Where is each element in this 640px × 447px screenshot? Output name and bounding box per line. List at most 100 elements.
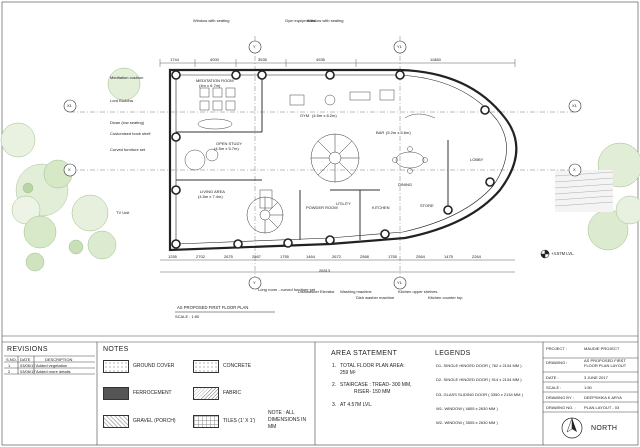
furniture (184, 87, 436, 209)
room-size: (5.2m x 5.6m) (386, 130, 411, 135)
ground-cover-swatch (103, 360, 129, 373)
title-block-label: DRAWING BY : (546, 395, 574, 400)
legend-label: GROUND COVER (133, 363, 175, 369)
area-item-number: 1. (332, 363, 337, 369)
grid-label: X (573, 167, 576, 172)
area-item-text: RISER- 150 MM (354, 389, 391, 395)
callout-label: Elevator (320, 289, 335, 294)
grid-label: X1 (67, 103, 72, 108)
room-label: LIVING AREA (200, 189, 225, 194)
dimension-label: 1744 (170, 57, 179, 62)
dimension-label: 2567 (252, 254, 261, 259)
revisions-header: DESCRIPTION (45, 357, 73, 362)
legend-label: CONCRETE (223, 363, 252, 369)
room-label: OPEN STUDY (216, 141, 243, 146)
room-size: (4m x 6.7m) (199, 83, 221, 88)
ferrocement-swatch (103, 387, 129, 400)
title-block-value: 1:50 (584, 385, 592, 390)
area-item-text: 259 M² (340, 370, 356, 376)
legend-item: W1- WINDOW ( 4805 x 2630 MM ) (436, 406, 498, 411)
level-label: +4.57M LVL. (551, 251, 575, 256)
concrete-swatch (193, 360, 219, 373)
legend-item: D3- GLASS SLIDING DOOR ( 3350 x 2134 MM … (436, 392, 523, 397)
room-label: KITCHEN (372, 205, 390, 210)
callout-label: Kitchen upper shelves (398, 289, 438, 294)
room-label: LOBBY (470, 157, 484, 162)
title-block-label: DRAWING : (546, 360, 568, 365)
area-item-text: AT 4.57M LVL. (340, 402, 373, 408)
revisions-cell: 2 (8, 369, 11, 374)
grid-label: Y1 (397, 280, 402, 285)
callout-label: Gym equipments (285, 18, 316, 23)
callout-label: Washing machine (340, 289, 372, 294)
legend-label: TILES (1' X 1') (223, 418, 256, 424)
plan-scale: SCALE : 1:50 (175, 314, 200, 319)
title-block-value: MAUDIE PROJECT (584, 346, 620, 351)
gravel-porch (554, 170, 614, 212)
area-item-number: 2. (332, 382, 337, 388)
dimension-label: 2564 (416, 254, 425, 259)
north-label: NORTH (591, 425, 618, 432)
tree-icon (586, 142, 640, 251)
legend-label: FERROCEMENT (133, 390, 172, 396)
title-block-label: DATE : (546, 375, 559, 380)
revisions-cell: Added vegetation (36, 363, 68, 368)
title-block-label: PROJECT : (546, 346, 567, 351)
area-item-text: STAIRCASE : TREAD- 300 MM, (340, 382, 412, 388)
level-marker-icon (540, 249, 550, 259)
callout-label: Meditation cushion (110, 75, 144, 80)
note-text: NOTE : ALL (268, 410, 295, 416)
note-text: MM (268, 424, 277, 430)
grid-label: X (68, 167, 71, 172)
grid-label: Y (253, 44, 256, 49)
title-block-value: DEEPSHIKA K ARYA (584, 395, 622, 400)
dimension-label: 3535 (258, 57, 267, 62)
legend-label: GRAVEL (PORCH) (133, 418, 176, 424)
callout-label: Divan (low seating) (110, 120, 145, 125)
staircase (246, 133, 360, 234)
north-arrow-icon (561, 417, 583, 439)
dimension-label: 2568 (360, 254, 369, 259)
revisions-header: DATE (20, 357, 31, 362)
notes-title: NOTES (103, 346, 129, 353)
grid-label: Y1 (397, 44, 402, 49)
callout-label: Lord Buddha (110, 98, 133, 103)
grid-label: X1 (572, 103, 577, 108)
callout-label: Long room - curved furniture set (258, 287, 315, 292)
revisions-header: S.NO. (6, 357, 17, 362)
room-label: UTILITY (336, 201, 351, 206)
revisions-cell: 03/06/17 (20, 369, 36, 374)
callout-label: Curved furniture set (110, 147, 146, 152)
dimension-label: 2702 (196, 254, 205, 259)
dimension-label: 2675 (224, 254, 233, 259)
legend-label: FABRIC (223, 390, 242, 396)
room-label: POWDER ROOM (306, 205, 338, 210)
room-label: MEDITATION ROOM (196, 78, 234, 83)
area-item-text: TOTAL FLOOR PLAN AREA: (340, 363, 405, 369)
dimension-label: 1475 (444, 254, 453, 259)
room-size: (4.5m x 7.4m) (198, 194, 223, 199)
fabric-swatch (193, 387, 219, 400)
callout-label: Window with seating (193, 18, 230, 23)
grid-bubble (63, 40, 582, 290)
dimension-label: 1755 (280, 254, 289, 259)
revisions-cell: Added more details (36, 369, 71, 374)
callout-label: Customised book shelf (110, 131, 151, 136)
plan-title: AS PROPOSED FIRST FLOOR PLAN (177, 305, 249, 310)
legend-item: D1- SINGLE HINGED DOOR ( 762 x 2134 MM ) (436, 363, 522, 368)
room-label: STORE (420, 203, 434, 208)
dimension-label: 1755 (388, 254, 397, 259)
revisions-title: REVISIONS (7, 346, 48, 353)
legend-item: W2- WINDOW ( 3505 x 2630 MM ) (436, 420, 498, 425)
building-outline (168, 68, 518, 252)
dimension-label: 11880 (430, 57, 441, 62)
callout-label: Dishwasher (298, 289, 319, 294)
room-label: GYM (300, 113, 310, 118)
title-block-value: 3 JUNE 2017 (584, 375, 608, 380)
revisions-cell: 1 (8, 363, 11, 368)
legend-item: D2- SINGLE HINGED DOOR ( 914 x 2134 MM ) (436, 377, 522, 382)
dimension-label: 2264 (472, 254, 481, 259)
callout-label: Window with seating (307, 18, 344, 23)
